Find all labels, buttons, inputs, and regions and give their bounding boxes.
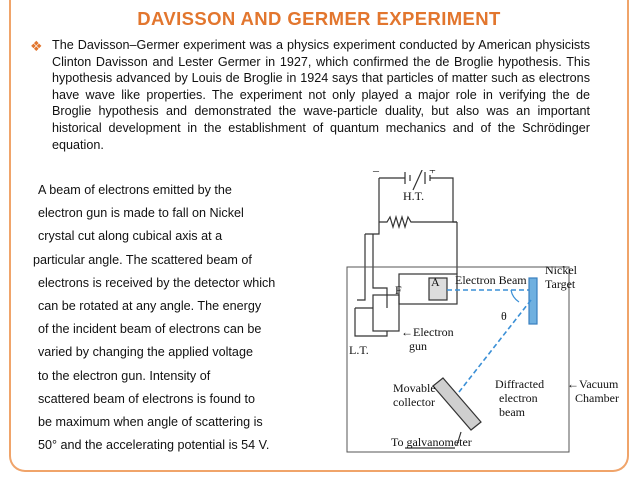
slide-title: DAVISSON AND GERMER EXPERIMENT [137,8,501,29]
text-line: electron gun is made to fall on Nickel [38,206,244,221]
battery-icon [404,172,431,184]
ht-label: H.T. [403,189,424,203]
plus-label: + [429,170,436,177]
experiment-diagram: – + H.T. F A Electron Beam Nickel Target… [346,170,619,453]
collector-icon [432,377,482,431]
theta-label: θ [501,309,507,323]
slide-frame [9,0,629,472]
intro-paragraph: The Davisson–Germer experiment was a phy… [52,38,590,152]
cathode-box [398,273,458,305]
nickel-target [528,277,538,325]
nickel-label: Nickel [545,263,578,277]
minus-label: – [372,170,380,177]
text-line: A beam of electrons emitted by the [38,183,232,197]
diffracted-label: Diffracted [495,377,544,391]
text-line: can be rotated at any angle. The energy [38,298,262,313]
f-label: F [395,283,402,297]
text-line: particular angle. The scattered beam of [33,252,252,267]
text-line: be maximum when angle of scattering is [38,414,263,429]
gun-label: gun [409,339,427,353]
collector-label: collector [393,395,435,409]
a-label: A [431,275,440,289]
text-line: scattered beam of electrons is found to [38,391,256,406]
lt-label: L.T. [349,343,369,357]
theta-arc [510,289,520,303]
rheostat-arrow-icon [412,170,423,191]
text-line: 50° and the accelerating potential is 54… [38,438,270,453]
electron2-label: electron [499,391,538,405]
description-text: A beam of electrons emitted by the elect… [33,179,338,457]
vacuum-label: ←Vacuum [567,377,619,391]
wire-right [430,177,457,223]
beam-label: beam [499,405,526,419]
target-label: Target [545,277,576,291]
vacuum-chamber [346,266,570,453]
gun-box [372,294,400,332]
text-line: to the electron gun. Intensity of [38,368,211,383]
bullet-icon: ❖ [30,38,43,54]
electron-beam-label: Electron Beam [455,273,527,287]
text-line: of the incident beam of electrons can be [38,322,262,337]
wire-left [365,178,380,235]
resistor-icon [379,214,457,230]
movable-label: Movable [393,381,436,395]
text-line: varied by changing the applied voltage [38,345,253,360]
diffracted-beam [458,299,532,393]
electron-label: ←Electron [401,325,454,339]
anode-plate [428,277,448,301]
galvanometer-label: To galvanometer [391,435,472,449]
text-line: electrons is received by the detector wh… [38,275,276,290]
text-line: crystal cut along cubical axis at a [38,229,223,244]
chamber-label: Chamber [575,391,619,405]
